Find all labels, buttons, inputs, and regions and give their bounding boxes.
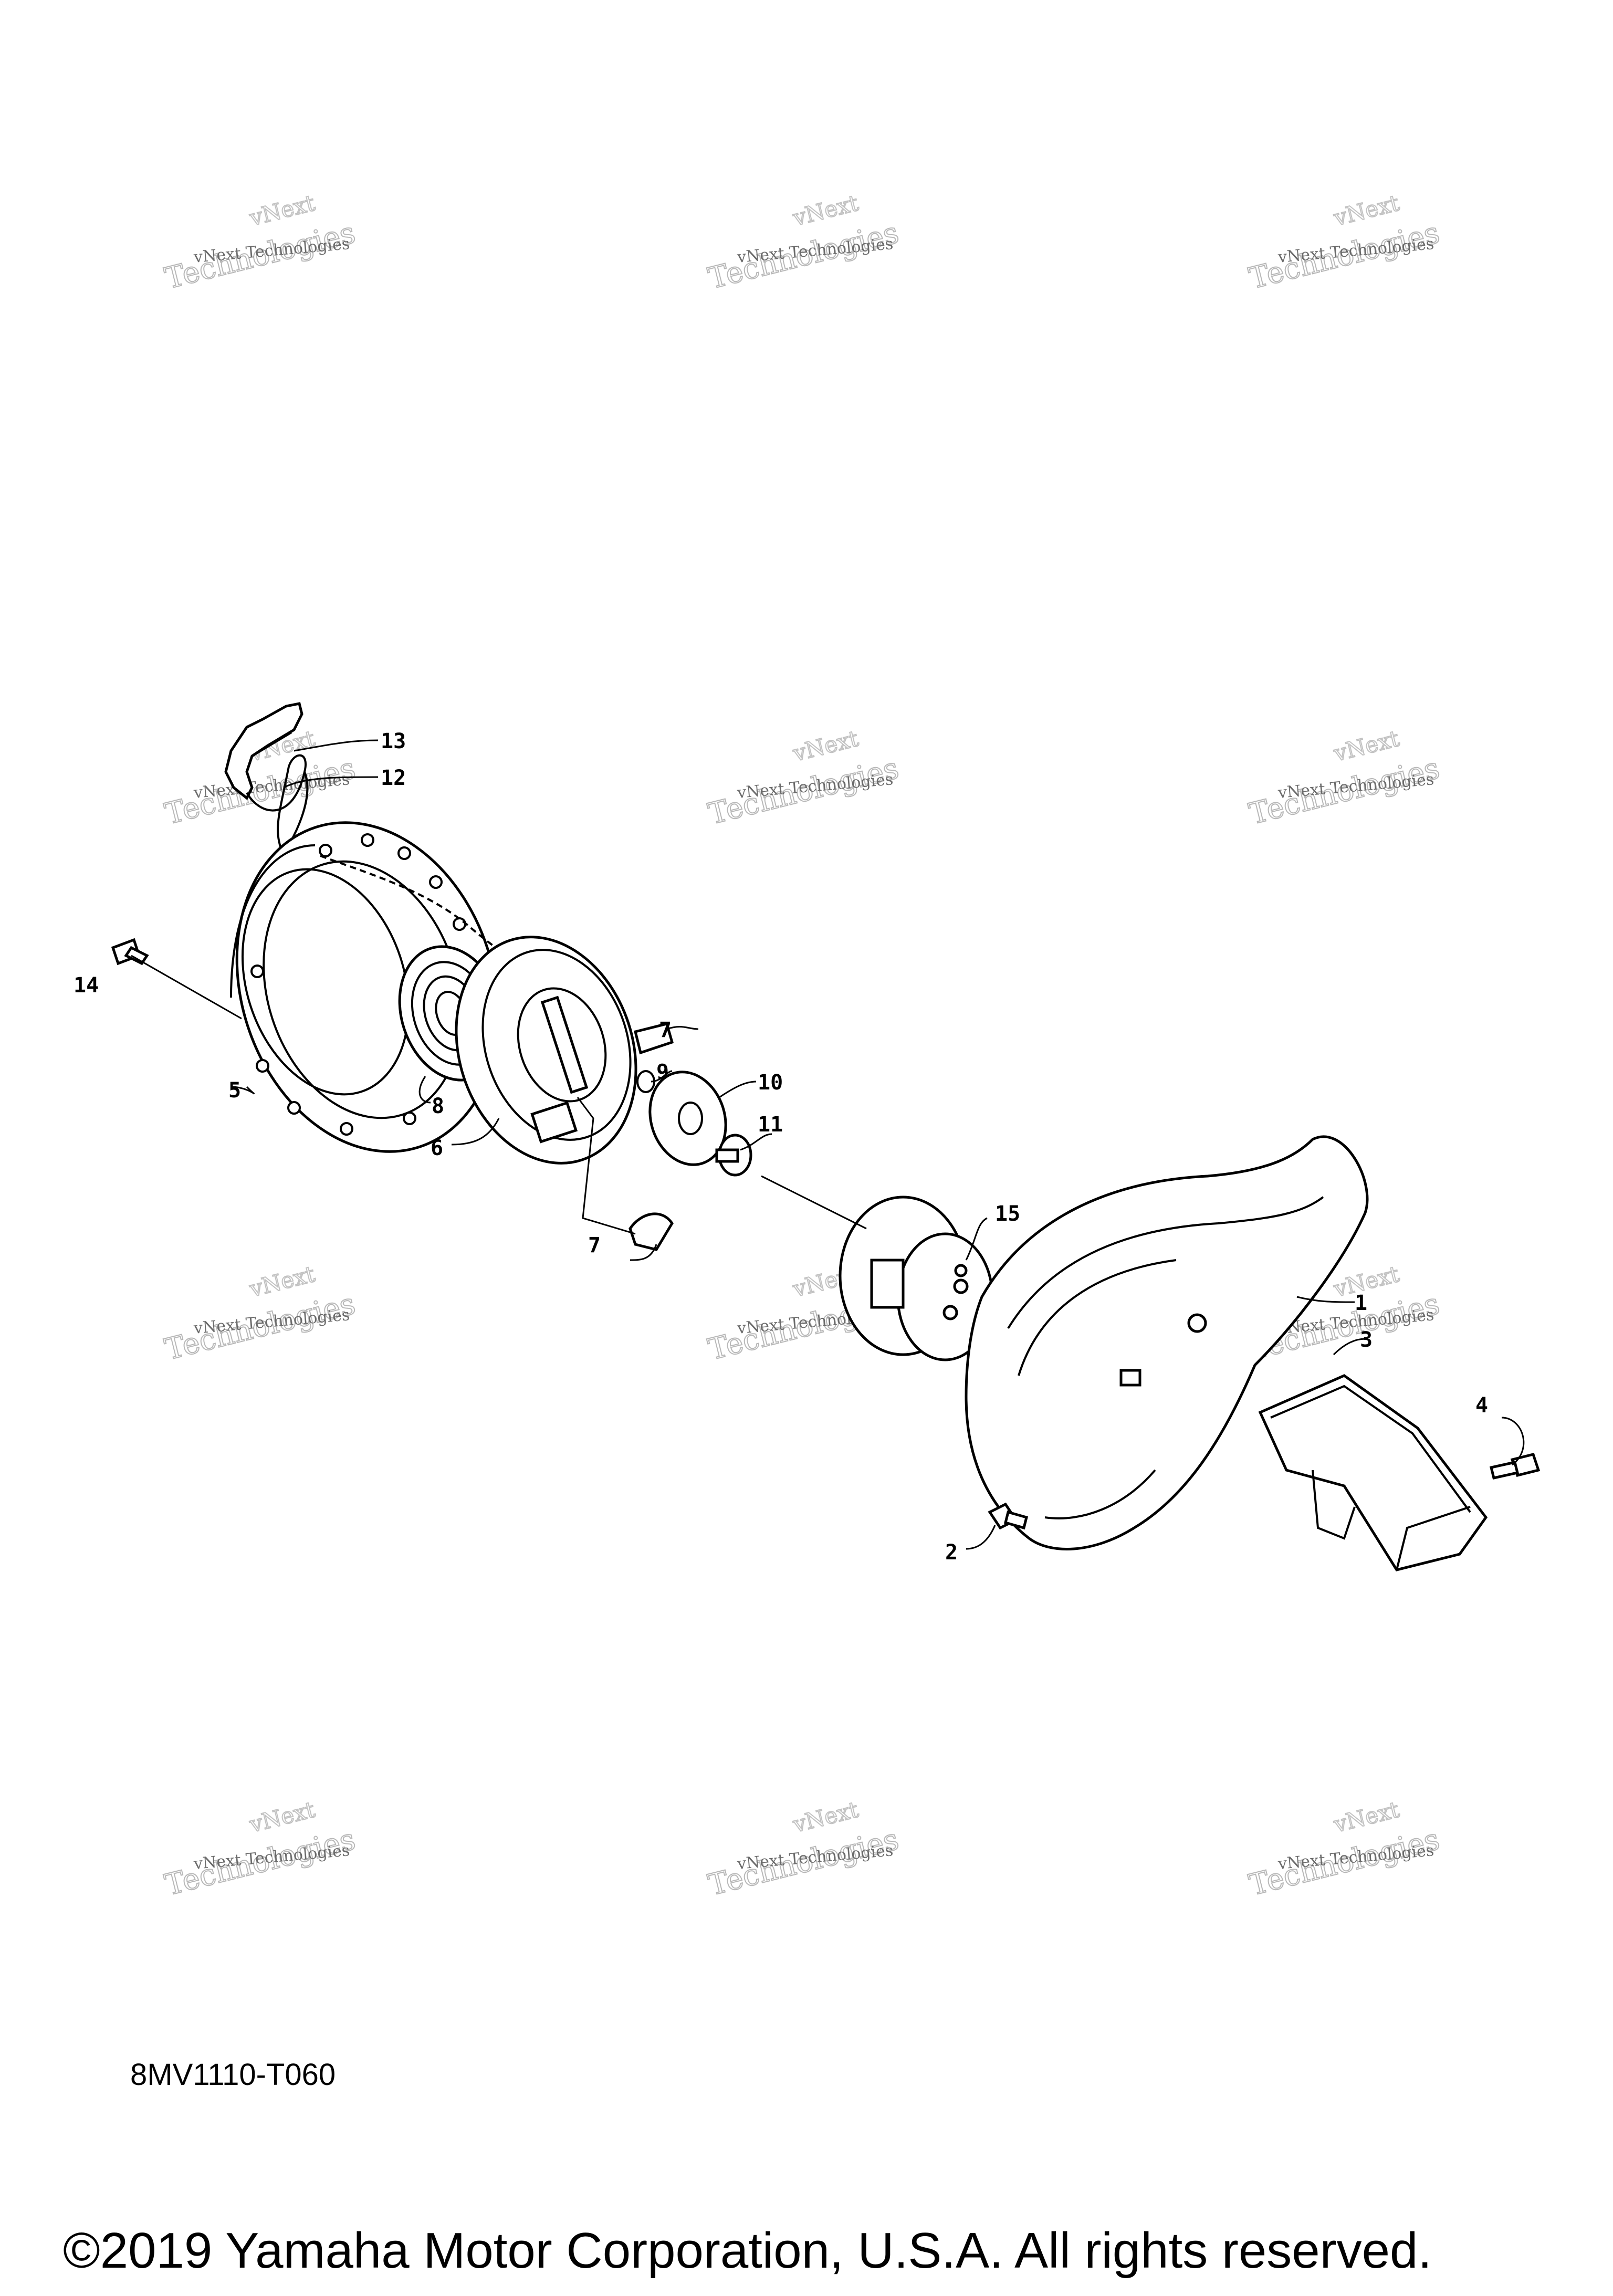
callout-1: 1 (1355, 1291, 1367, 1315)
callout-10: 10 (758, 1071, 783, 1095)
svg-text:vNext: vNext (790, 190, 861, 231)
fan-housing (965, 1135, 1369, 1550)
watermark: vNext Technologies vNext Technologies (1245, 725, 1443, 832)
callouts: 13 12 14 5 8 6 7 9 10 11 7 15 1 3 4 2 (74, 729, 1488, 1565)
callout-11: 11 (758, 1113, 783, 1137)
callout-14: 14 (74, 973, 99, 998)
watermark: vNext Technologies vNext Technologies (705, 1796, 903, 1903)
callout-5: 5 (228, 1078, 241, 1103)
callout-12: 12 (381, 766, 406, 790)
watermark: vNext Technologies vNext Technologies (705, 725, 903, 832)
bolt-4 (1489, 1453, 1541, 1480)
diagram-code: 8MV1110-T060 (130, 2058, 336, 2092)
pawl-lower (629, 1212, 674, 1251)
svg-text:vNext: vNext (247, 190, 318, 231)
callout-7-upper: 7 (659, 1018, 672, 1042)
callout-9: 9 (656, 1060, 669, 1084)
callout-4: 4 (1475, 1393, 1488, 1418)
watermark: vNext Technologies vNext Technologies (1245, 190, 1443, 297)
watermark: vNext Technologies vNext Technologies (161, 1796, 359, 1903)
svg-text:vNext: vNext (247, 1797, 318, 1838)
callout-2: 2 (945, 1540, 958, 1565)
bolt-2 (988, 1502, 1029, 1530)
callout-7-lower: 7 (588, 1233, 601, 1257)
center-screw (715, 1134, 752, 1177)
watermark: vNext Technologies vNext Technologies (161, 190, 359, 297)
callout-13: 13 (381, 729, 406, 753)
svg-text:vNext: vNext (790, 726, 861, 767)
watermark: vNext Technologies vNext Technologies (161, 1261, 359, 1368)
callout-8: 8 (432, 1094, 444, 1118)
svg-text:vNext: vNext (247, 1261, 318, 1302)
copyright-notice: ©2019 Yamaha Motor Corporation, U.S.A. A… (63, 2222, 1432, 2279)
svg-text:vNext: vNext (1331, 1797, 1402, 1838)
watermark: vNext Technologies vNext Technologies (705, 190, 903, 297)
callout-3: 3 (1360, 1328, 1373, 1352)
air-duct (1258, 1374, 1488, 1571)
svg-text:vNext: vNext (1331, 726, 1402, 767)
bolt-14 (111, 938, 149, 966)
callout-15: 15 (995, 1202, 1020, 1226)
friction-plate (648, 1071, 727, 1166)
svg-text:vNext: vNext (1331, 190, 1402, 231)
callout-6: 6 (431, 1136, 443, 1160)
starter-cup (839, 1196, 994, 1361)
starter-handle (224, 702, 303, 800)
leader-lines (131, 739, 1525, 1550)
svg-text:vNext: vNext (790, 1797, 861, 1838)
watermark: vNext Technologies vNext Technologies (1245, 1796, 1443, 1903)
pawl-upper (633, 1022, 674, 1055)
